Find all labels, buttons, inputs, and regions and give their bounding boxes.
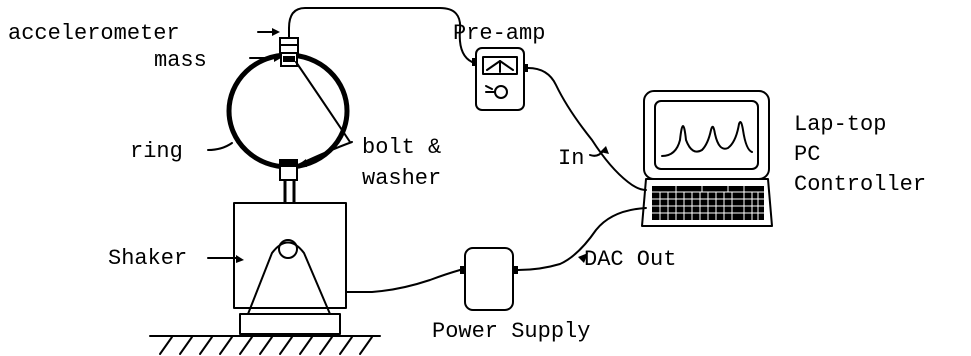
label-shaker: Shaker xyxy=(108,246,187,271)
preamp-body xyxy=(475,47,525,111)
cable-accelerometer-preamp xyxy=(288,7,473,63)
mass-arrow-icon xyxy=(274,54,281,62)
monitor-screen xyxy=(654,100,759,170)
preamp-meter xyxy=(482,56,518,75)
label-mass: mass xyxy=(154,48,207,73)
ring-leader xyxy=(207,142,233,151)
label-in: In xyxy=(558,146,584,171)
label-preamp: Pre-amp xyxy=(453,21,545,46)
shaker-arrow-icon xyxy=(236,255,244,263)
monitor-case xyxy=(643,90,770,180)
label-power-supply: Power Supply xyxy=(432,319,590,344)
power-supply-box xyxy=(464,247,514,311)
cable-preamp-pc xyxy=(527,67,647,191)
shaker-body xyxy=(233,202,347,309)
label-ring: ring xyxy=(130,139,183,164)
labels: accelerometer mass ring bolt & washer Sh… xyxy=(8,21,926,344)
preamp-knob-icon xyxy=(494,85,508,99)
in-arrow-icon xyxy=(600,146,609,154)
shaker xyxy=(233,180,347,335)
label-laptop-2: PC xyxy=(794,142,820,167)
shaker-trunnion xyxy=(247,241,331,315)
ground-hatching xyxy=(159,336,373,355)
bolt-arrow-icon xyxy=(298,159,307,167)
ring xyxy=(226,27,350,181)
power-supply xyxy=(460,247,518,311)
bolt-leader-top xyxy=(295,61,351,143)
dac-out-arrow-icon xyxy=(578,253,588,263)
shaker-pivot xyxy=(278,239,298,259)
shaker-base xyxy=(239,313,341,335)
accelerometer-arrow-icon xyxy=(272,28,280,36)
label-laptop-1: Lap-top xyxy=(794,112,886,137)
label-laptop-3: Controller xyxy=(794,172,926,197)
laptop-pc xyxy=(641,90,773,227)
label-bolt-washer-1: bolt & xyxy=(362,135,441,160)
cable-power-shaker xyxy=(345,269,461,293)
keyboard-base xyxy=(641,178,773,227)
leader-lines xyxy=(207,28,609,263)
cables xyxy=(288,7,647,293)
ground xyxy=(149,335,381,355)
preamp xyxy=(472,47,528,111)
spectrum-trace xyxy=(661,121,753,157)
cable-dac-power xyxy=(517,207,647,271)
label-bolt-washer-2: washer xyxy=(362,166,441,191)
label-accelerometer: accelerometer xyxy=(8,21,180,46)
label-dac-out: DAC Out xyxy=(584,247,676,272)
